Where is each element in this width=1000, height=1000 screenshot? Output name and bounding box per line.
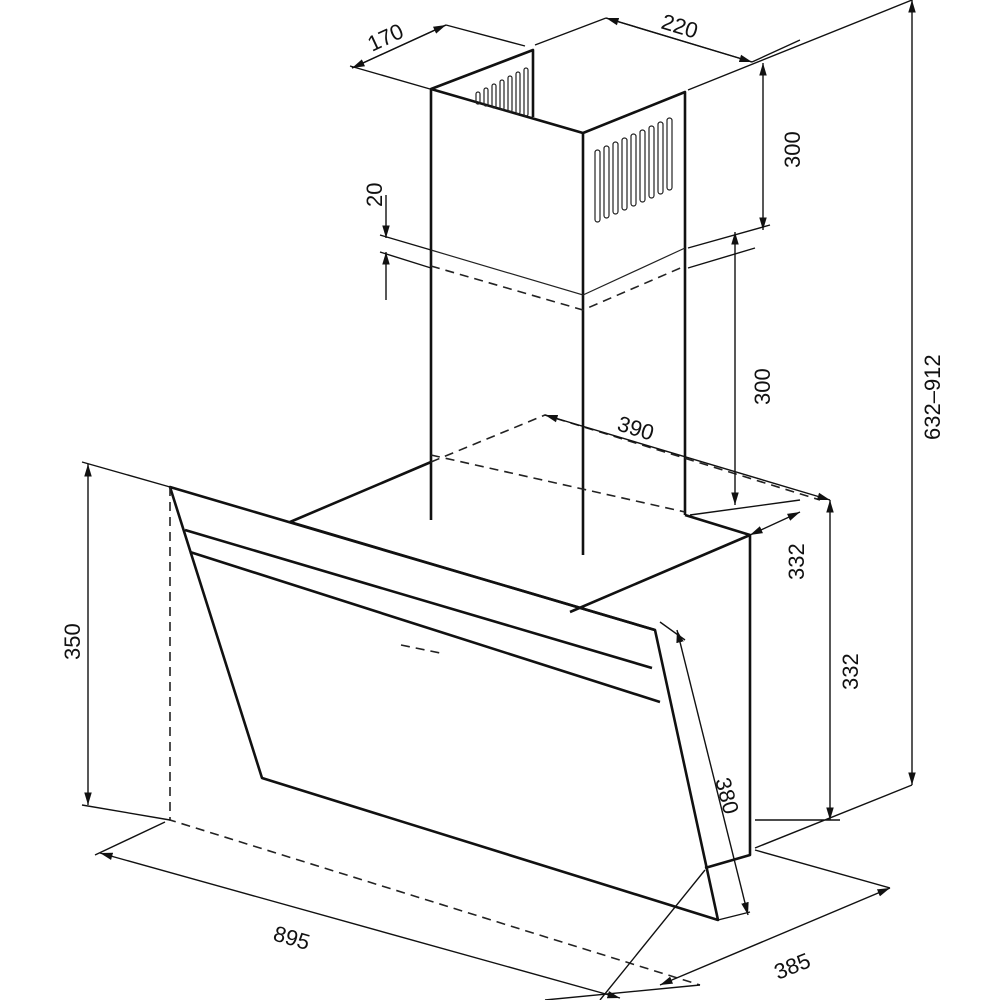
dim-300-upper: 300	[780, 131, 805, 168]
dim-220: 220	[659, 9, 701, 44]
glass-panel	[168, 485, 720, 922]
dim-332-upper: 332	[784, 543, 809, 580]
chimney-upper	[429, 48, 687, 555]
dim-385: 385	[771, 948, 814, 985]
dim-895: 895	[271, 921, 313, 955]
dim-350: 350	[60, 623, 85, 660]
dim-390: 390	[615, 411, 657, 446]
dim-332: 332	[838, 653, 863, 690]
dimension-labels: 170 220 300 20 300 390 332 332 632–912 3…	[60, 9, 945, 985]
dim-20: 20	[362, 183, 387, 207]
dim-632-912: 632–912	[920, 354, 945, 440]
dim-170: 170	[364, 18, 408, 56]
vent-slots-back	[475, 67, 529, 117]
dimension-lines	[81, 0, 916, 1000]
dim-300-lower: 300	[750, 368, 775, 405]
vent-slots-right	[594, 117, 673, 223]
dim-380: 380	[710, 775, 744, 817]
